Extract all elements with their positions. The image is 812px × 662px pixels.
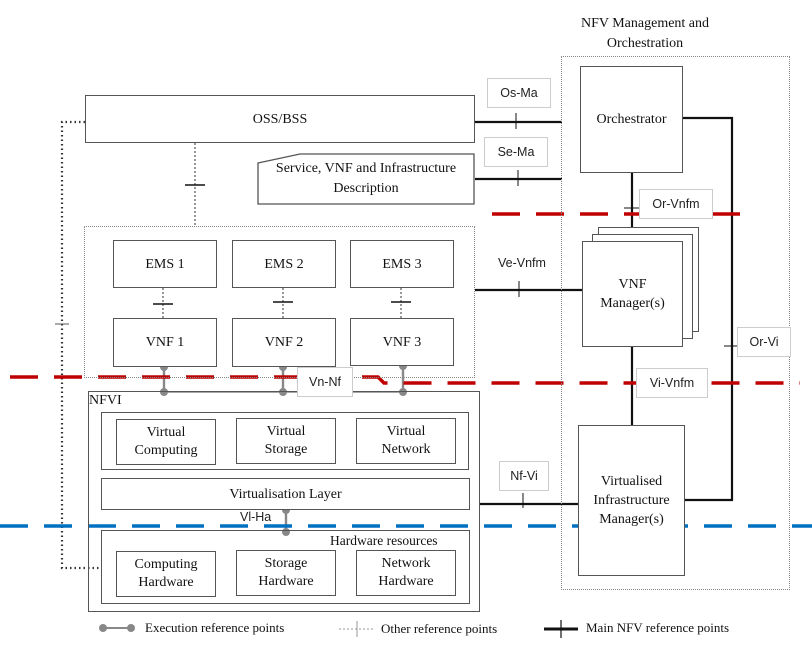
virtual-network-block[interactable]: Virtual Network	[356, 418, 456, 464]
ref-point-or-vi: Or-Vi	[737, 327, 791, 357]
virtual-resources-frame	[101, 412, 469, 470]
ref-point-ve-vnfm: Ve-Vnfm	[498, 256, 546, 270]
virtualisation-layer-block[interactable]: Virtualisation Layer	[101, 478, 470, 510]
hardware-resources-frame	[101, 530, 470, 604]
or-vi-link	[683, 116, 734, 502]
vim-block[interactable]: Virtualised Infrastructure Manager(s)	[578, 425, 685, 576]
ref-point-or-vnfm: Or-Vnfm	[639, 189, 713, 219]
ref-point-vn-nf: Vn-Nf	[297, 367, 353, 397]
orchestrator-block[interactable]: Orchestrator	[580, 66, 683, 173]
computing-hardware-block[interactable]: Computing Hardware	[116, 551, 216, 597]
nfvi-label: NFVI	[89, 393, 122, 408]
oss-bss-block[interactable]: OSS/BSS	[85, 95, 475, 143]
mano-title: NFV Management and Orchestration	[580, 16, 710, 51]
legend-execution-glyph	[99, 624, 135, 632]
legend-other-glyph	[339, 621, 373, 637]
ref-point-vi-vnfm: Vi-Vnfm	[636, 368, 708, 398]
ems-3-block[interactable]: EMS 3	[350, 240, 454, 288]
mano-frame	[561, 56, 790, 590]
service-description-block[interactable]: Service, VNF and Infrastructure Descript…	[257, 153, 475, 205]
ems-1-block[interactable]: EMS 1	[113, 240, 217, 288]
legend-other-label: Other reference points	[381, 621, 498, 636]
legend-execution-label: Execution reference points	[145, 620, 285, 635]
service-description-shape	[257, 153, 475, 205]
network-hardware-block[interactable]: Network Hardware	[356, 550, 456, 596]
vnf-3-block[interactable]: VNF 3	[350, 318, 454, 366]
ref-point-nf-vi: Nf-Vi	[499, 461, 549, 491]
hardware-resources-label: Hardware resources	[330, 533, 438, 548]
virtual-storage-block[interactable]: Virtual Storage	[236, 418, 336, 464]
ref-point-se-ma: Se-Ma	[484, 137, 548, 167]
vnf-domain-frame	[84, 226, 475, 378]
ems-2-block[interactable]: EMS 2	[232, 240, 336, 288]
legend-main-glyph	[544, 620, 578, 638]
storage-hardware-block[interactable]: Storage Hardware	[236, 550, 336, 596]
ems-vnf-links	[153, 288, 411, 318]
vnf-manager-block[interactable]: VNF Manager(s)	[582, 241, 683, 347]
nfvi-frame	[88, 391, 480, 612]
oss-bss-label: OSS/BSS	[252, 111, 308, 127]
ref-point-os-ma: Os-Ma	[487, 78, 551, 108]
ref-point-vl-ha: Vl-Ha	[240, 510, 272, 524]
legend-main-label: Main NFV reference points	[586, 620, 730, 635]
virtual-computing-block[interactable]: Virtual Computing	[116, 419, 216, 465]
vnf-2-block[interactable]: VNF 2	[232, 318, 336, 367]
vnf-1-block[interactable]: VNF 1	[113, 318, 217, 367]
